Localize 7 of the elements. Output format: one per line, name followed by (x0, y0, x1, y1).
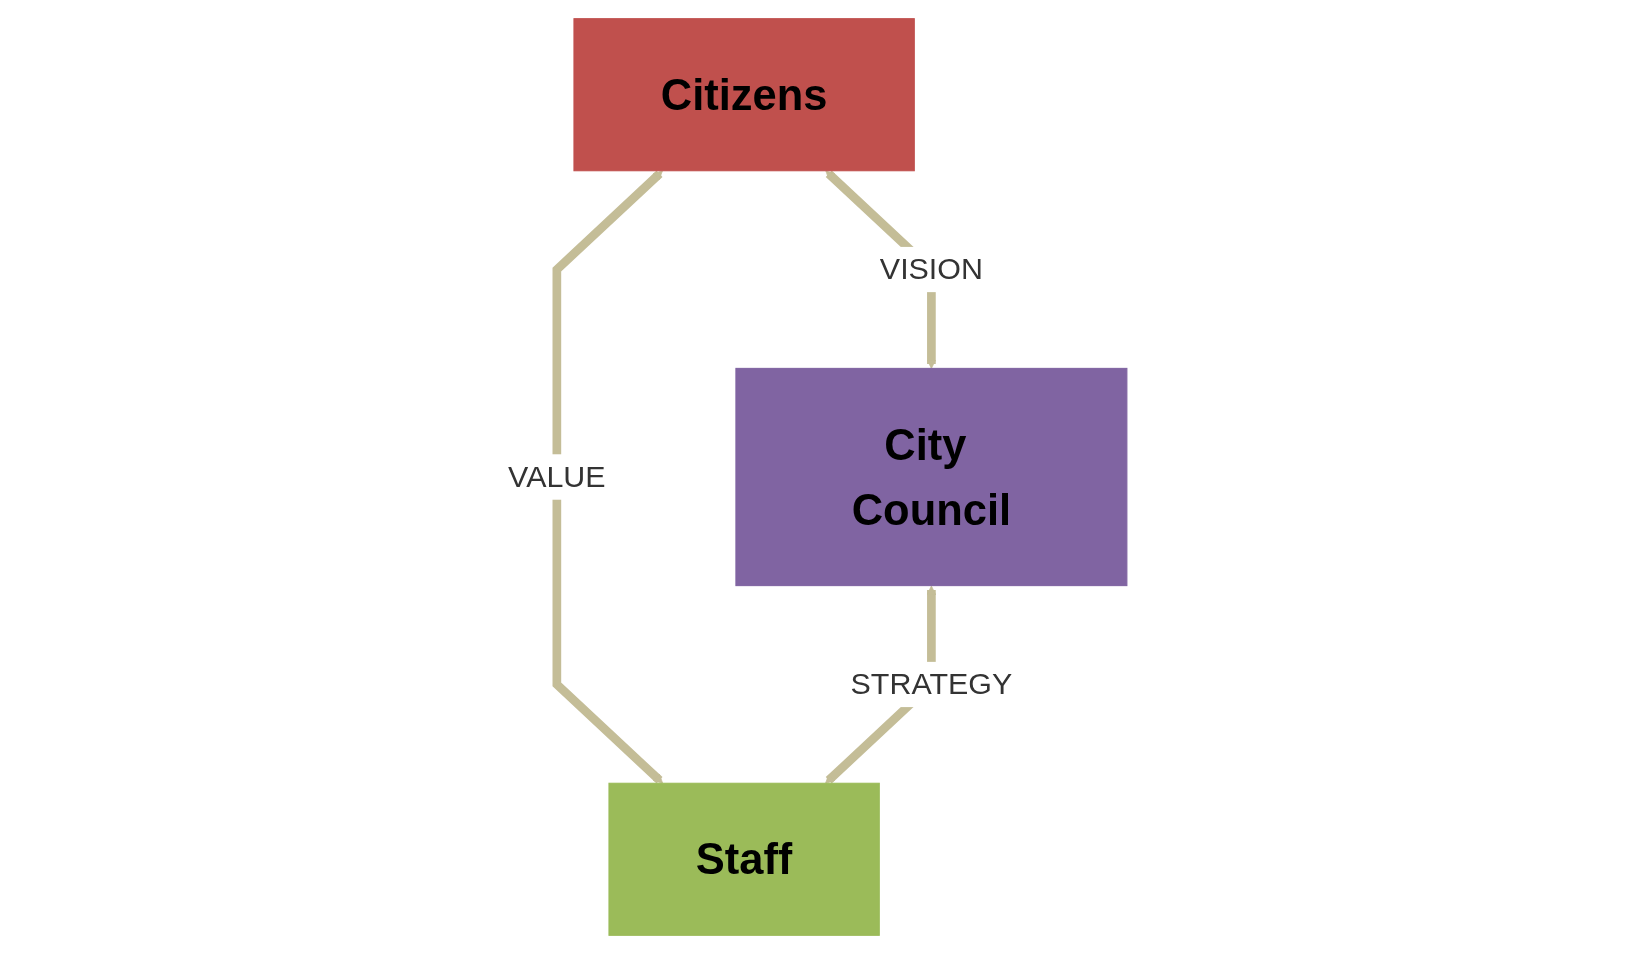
edge-label: VALUE (508, 459, 606, 494)
arrow (552, 170, 664, 784)
node-box: City Council (735, 367, 1128, 587)
node-box: Staff (608, 782, 880, 936)
edge-label: VISION (879, 252, 983, 286)
node-box: Citizens (573, 18, 915, 172)
edge-label: STRATEGY (850, 667, 1013, 701)
